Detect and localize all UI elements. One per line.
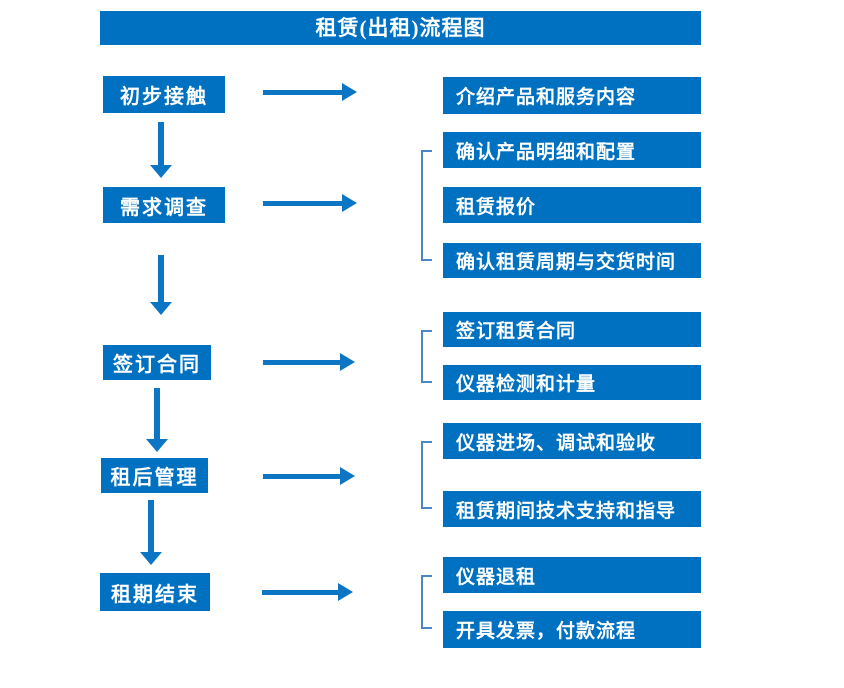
right-arrow-head-icon — [342, 194, 357, 212]
detail-box-introduce-products: 介绍产品和服务内容 — [443, 77, 701, 114]
right-arrow-head-icon — [338, 583, 353, 601]
down-arrow-shaft — [158, 122, 164, 165]
group-bracket-2 — [421, 330, 432, 383]
detail-box-sign-rental-contract: 签订租赁合同 — [443, 312, 701, 347]
group-bracket-1 — [421, 150, 432, 261]
step-box-rental-end: 租期结束 — [100, 573, 210, 611]
down-arrow-3 — [146, 388, 168, 452]
down-arrow-head-icon — [140, 552, 162, 565]
down-arrow-shaft — [148, 500, 154, 552]
down-arrow-head-icon — [146, 439, 168, 452]
right-arrow-head-icon — [340, 467, 355, 485]
down-arrow-head-icon — [150, 302, 172, 315]
down-arrow-head-icon — [150, 165, 172, 178]
detail-box-instrument-testing: 仪器检测和计量 — [443, 365, 701, 400]
detail-box-invoice-payment: 开具发票，付款流程 — [443, 611, 701, 648]
step-box-demand-survey: 需求调查 — [103, 187, 225, 223]
right-arrow-shaft — [262, 589, 338, 595]
down-arrow-shaft — [158, 255, 164, 302]
detail-box-technical-support: 租赁期间技术支持和指导 — [443, 491, 701, 527]
group-bracket-3 — [421, 441, 432, 509]
right-arrow-5 — [262, 583, 353, 601]
right-arrow-4 — [263, 467, 355, 485]
down-arrow-2 — [150, 255, 172, 315]
right-arrow-head-icon — [342, 83, 357, 101]
step-box-post-rental-management: 租后管理 — [101, 458, 208, 493]
right-arrow-shaft — [263, 473, 340, 479]
right-arrow-2 — [263, 194, 357, 212]
step-box-initial-contact: 初步接触 — [103, 76, 225, 113]
detail-box-confirm-rental-period: 确认租赁周期与交货时间 — [443, 243, 701, 278]
right-arrow-1 — [263, 83, 357, 101]
detail-box-rental-quote: 租赁报价 — [443, 187, 701, 223]
right-arrow-shaft — [263, 359, 340, 365]
right-arrow-shaft — [263, 200, 342, 206]
group-bracket-4 — [421, 575, 432, 629]
detail-box-instrument-return: 仪器退租 — [443, 557, 701, 593]
right-arrow-head-icon — [340, 353, 355, 371]
down-arrow-shaft — [154, 388, 160, 439]
down-arrow-4 — [140, 500, 162, 565]
detail-box-confirm-product-details: 确认产品明细和配置 — [443, 132, 701, 168]
down-arrow-1 — [150, 122, 172, 178]
detail-box-instrument-setup: 仪器进场、调试和验收 — [443, 423, 701, 459]
step-box-sign-contract: 签订合同 — [103, 345, 211, 380]
right-arrow-shaft — [263, 89, 342, 95]
page-title: 租赁(出租)流程图 — [100, 11, 701, 45]
right-arrow-3 — [263, 353, 355, 371]
